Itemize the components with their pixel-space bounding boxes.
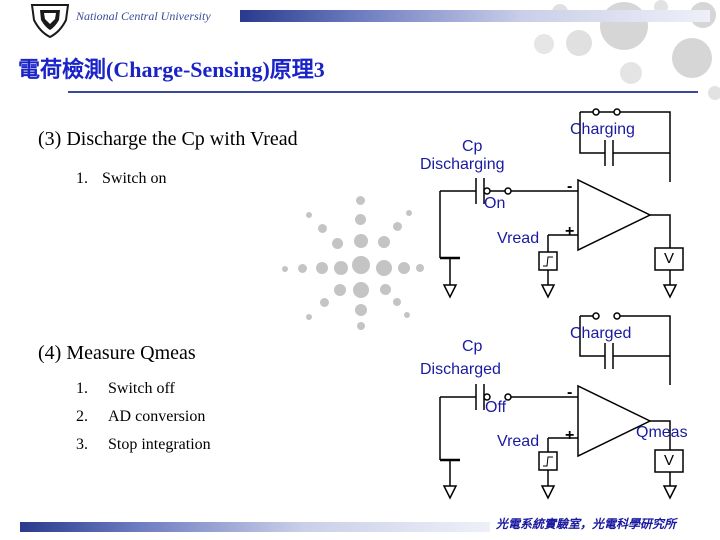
feedback-wire bbox=[580, 315, 671, 385]
meter-box bbox=[654, 247, 684, 271]
feedback-capacitor bbox=[604, 140, 614, 166]
footer-bar bbox=[20, 522, 490, 532]
cp-capacitor bbox=[475, 384, 485, 410]
feedback-switch-contact bbox=[613, 312, 621, 320]
feedback-capacitor bbox=[604, 343, 614, 369]
vread-step-glyph bbox=[543, 256, 553, 267]
title-rule bbox=[68, 91, 698, 93]
feedback-wire bbox=[580, 111, 671, 182]
vread-label: Vread bbox=[497, 230, 540, 247]
switch-contact bbox=[483, 187, 491, 195]
opamp-minus-sign: - bbox=[567, 178, 573, 195]
vread-wire bbox=[547, 234, 578, 252]
section4-step-num: 2. bbox=[76, 408, 88, 425]
circuit-bottom bbox=[439, 312, 684, 500]
section4-step-text: Stop integration bbox=[108, 436, 211, 453]
meter-label: V bbox=[664, 452, 675, 469]
switch-label: On bbox=[484, 195, 506, 212]
cp-state-label: Discharging bbox=[420, 156, 505, 173]
opamp-output-wire bbox=[650, 214, 671, 248]
university-logo bbox=[30, 2, 70, 39]
section4-step-num: 1. bbox=[76, 380, 88, 397]
vread-step-glyph bbox=[543, 456, 553, 467]
meter-ground-arrow bbox=[662, 284, 678, 299]
cp-label: Cp bbox=[462, 338, 483, 355]
feedback-label: Charging bbox=[570, 121, 635, 138]
ground-arrow bbox=[442, 284, 458, 299]
opamp-plus-sign: + bbox=[565, 223, 575, 240]
footer-lab-name: 光電系統實驗室，光電科學研究所 bbox=[496, 517, 677, 531]
cp-wire bbox=[439, 190, 476, 258]
feedback-switch-contact bbox=[592, 108, 600, 116]
switch-label: Off bbox=[485, 399, 507, 416]
logo-emblem-icon bbox=[30, 3, 70, 39]
opamp-plus-sign: + bbox=[565, 427, 575, 444]
opamp-triangle bbox=[577, 384, 652, 458]
switch-contact bbox=[483, 393, 491, 401]
cp-wire bbox=[439, 396, 476, 460]
opamp-output-wire bbox=[650, 420, 671, 450]
vread-ground-arrow bbox=[540, 485, 556, 500]
feedback-wire bbox=[579, 316, 605, 357]
page-title: 電荷檢測(Charge-Sensing)原理3 bbox=[18, 57, 325, 82]
feedback-switch-contact bbox=[613, 108, 621, 116]
feedback-switch-contact bbox=[592, 312, 600, 320]
opamp-minus-sign: - bbox=[567, 384, 573, 401]
ground-arrow bbox=[442, 485, 458, 500]
meter-ground-arrow bbox=[662, 485, 678, 500]
circuit-top bbox=[439, 108, 684, 299]
header-bar bbox=[240, 10, 710, 22]
switch-contact bbox=[504, 187, 512, 195]
section3-step-num: 1. bbox=[76, 170, 88, 187]
section3-step-text: Switch on bbox=[102, 170, 167, 187]
section4-heading: (4) Measure Qmeas bbox=[38, 342, 196, 364]
feedback-label: Charged bbox=[570, 325, 632, 342]
meter-label: V bbox=[664, 250, 675, 267]
vread-ground-arrow bbox=[540, 284, 556, 299]
section4-step-text: AD conversion bbox=[108, 408, 206, 425]
vread-wire bbox=[547, 437, 578, 452]
cp-label: Cp bbox=[462, 138, 483, 155]
university-name: National Central University bbox=[76, 9, 211, 23]
section4-step-text: Switch off bbox=[108, 380, 175, 397]
vread-label: Vread bbox=[497, 433, 540, 450]
output-label: Qmeas bbox=[636, 424, 688, 441]
cp-state-label: Discharged bbox=[420, 361, 501, 378]
section4-step-num: 3. bbox=[76, 436, 88, 453]
feedback-wire bbox=[579, 112, 605, 154]
section3-heading: (3) Discharge the Cp with Vread bbox=[38, 128, 298, 150]
cp-capacitor bbox=[475, 178, 485, 204]
meter-box bbox=[654, 449, 684, 473]
opamp-triangle bbox=[577, 178, 652, 252]
